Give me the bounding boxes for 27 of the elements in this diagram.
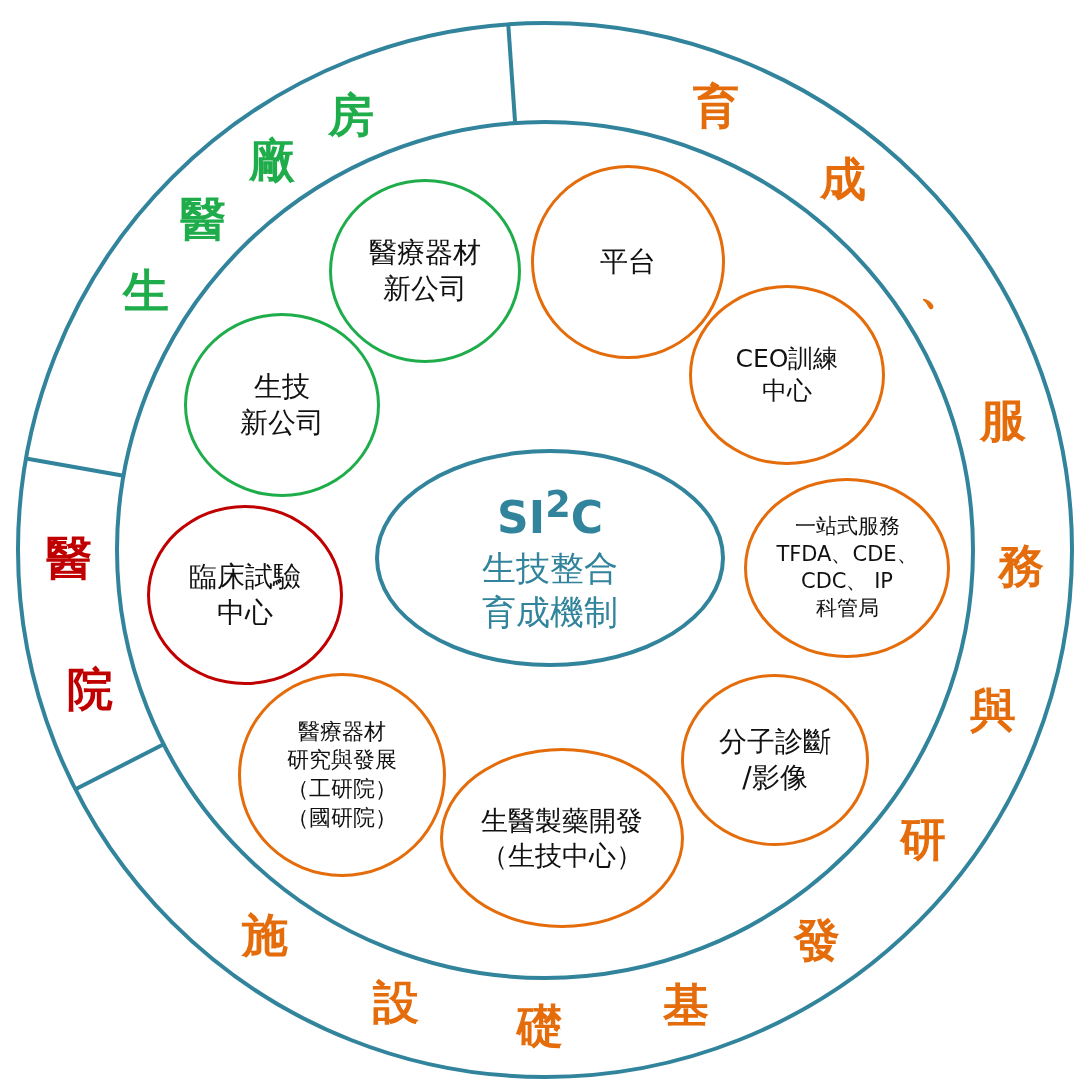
ring-label: 育 — [692, 81, 739, 130]
ring-label: 研 — [900, 814, 947, 863]
center-subtitle: 生技整合育成機制 — [482, 547, 618, 635]
circle-label: 生技新公司 — [240, 368, 324, 441]
circle-label: 一站式服務TFDA、CDE、CDC、 IP科管局 — [776, 513, 918, 623]
ring-label: 務 — [997, 541, 1044, 590]
circle-label: 生醫製藥開發（生技中心） — [481, 803, 643, 873]
ring-label: 服 — [979, 396, 1026, 445]
ring-label: 成 — [819, 154, 866, 203]
ring-label: 設 — [372, 977, 419, 1027]
circle-label: 醫療器材新公司 — [369, 234, 481, 307]
ring-label: 院 — [66, 665, 113, 714]
center-title: SI$^{2}$C — [497, 482, 603, 546]
ring-label: 廠 — [248, 135, 295, 185]
circle-label: CEO訓練中心 — [735, 342, 839, 407]
ring-label: 、 — [918, 262, 965, 312]
ring-label: 生 — [122, 266, 169, 315]
circle-label: 醫療器材研究與發展（工研院）（國研院） — [287, 717, 397, 832]
ring-label: 與 — [970, 685, 1017, 735]
ring-label: 礎 — [517, 1001, 564, 1051]
circle-label: 平台 — [600, 243, 656, 280]
ring-label: 醫 — [46, 534, 93, 583]
ring-label: 發 — [794, 916, 841, 965]
circle-label: 臨床試驗中心 — [189, 558, 301, 631]
ring-label: 基 — [662, 980, 709, 1029]
ring-label: 醫 — [179, 195, 226, 244]
circle-label: 分子診斷/影像 — [719, 723, 831, 796]
